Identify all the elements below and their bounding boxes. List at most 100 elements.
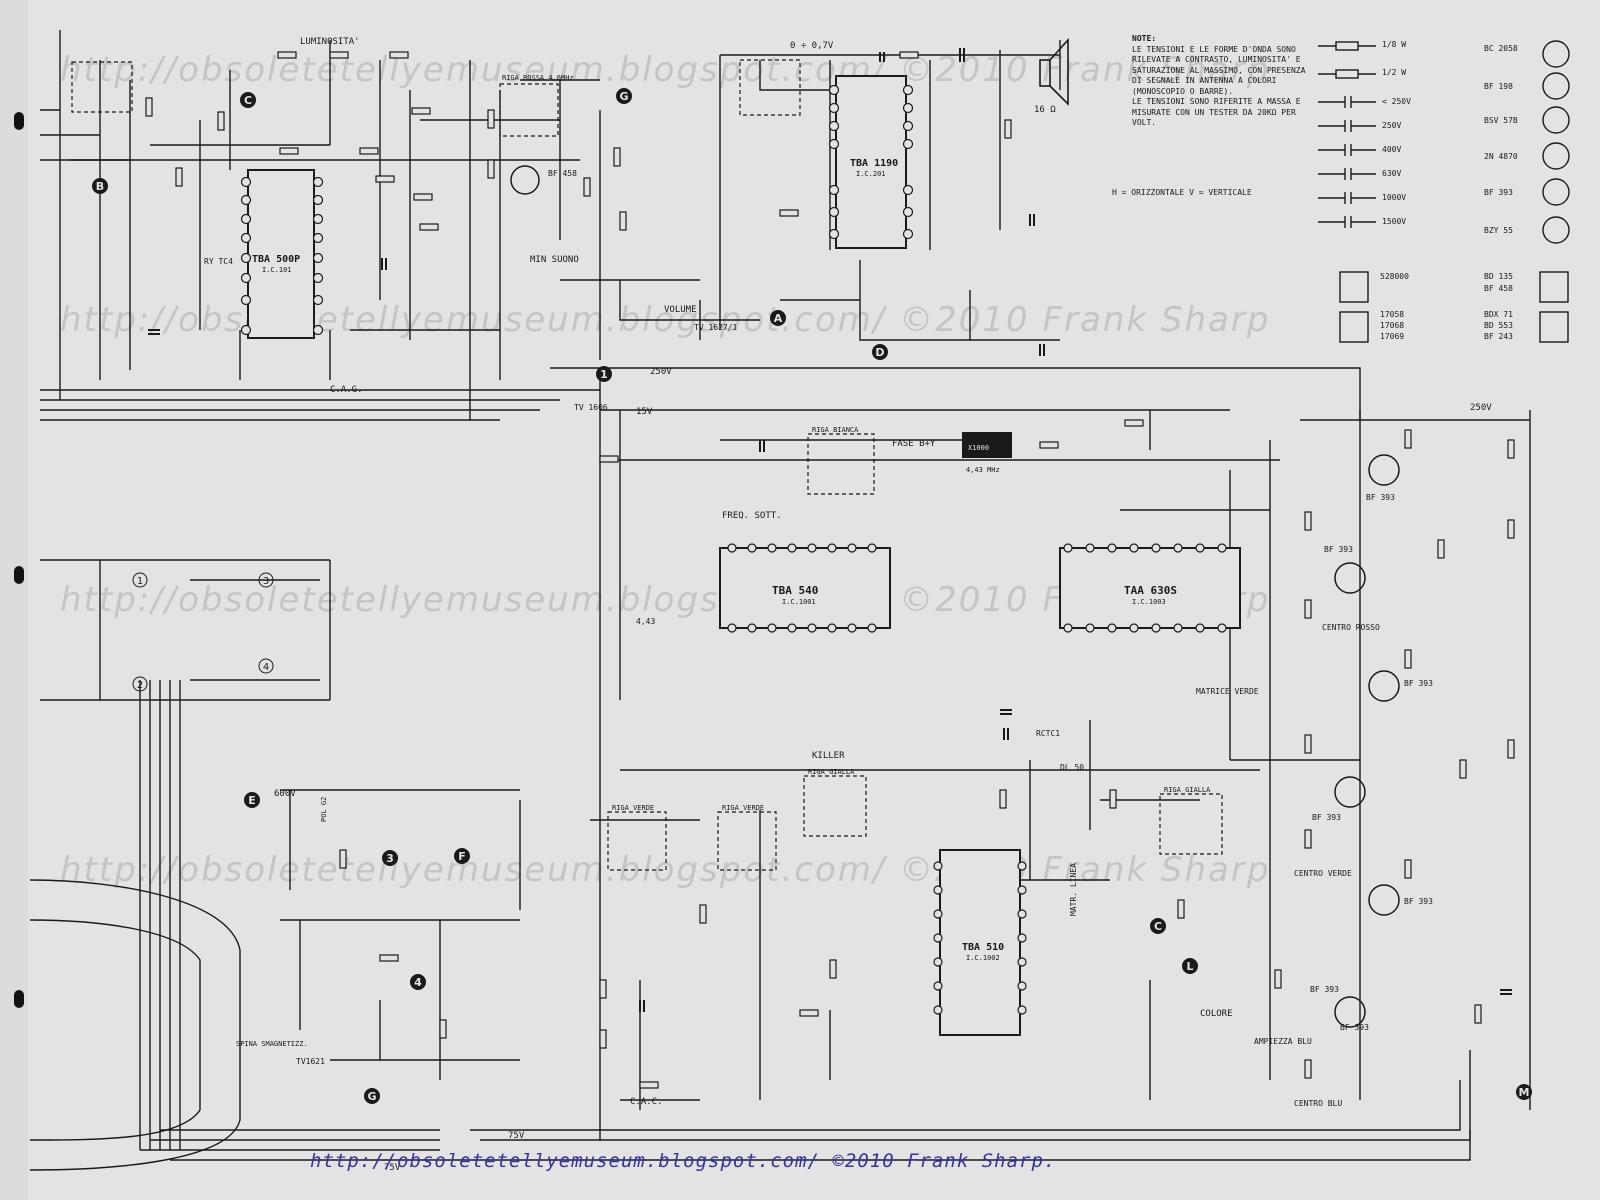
ic-tba540-ref: I.C.1001 — [782, 598, 816, 606]
label-fase: FASE B+Y — [892, 439, 936, 449]
transistor-label: BF 393 — [1404, 897, 1433, 906]
label-riga-gialla-2: RIGA GIALLA — [1164, 786, 1211, 794]
svg-text:4: 4 — [263, 662, 269, 673]
transistor-label: BF 393 — [1324, 545, 1353, 554]
svg-text:D: D — [875, 346, 884, 359]
connector-g-icon: G — [616, 88, 632, 104]
label-riga-gialla-1: RIGA GIALLA — [808, 768, 855, 776]
label-ohm16: 16 Ω — [1034, 105, 1056, 115]
label-riga-bianca: RIGA BIANCA — [812, 426, 859, 434]
label-dl50: DL 50 — [1060, 763, 1084, 772]
ic-tba1190-ref: I.C.201 — [856, 170, 886, 178]
connector-4-icon: 4 — [410, 974, 426, 990]
legend-transistor-type: BF 393 — [1484, 188, 1513, 197]
label-250v-right: 250V — [1470, 403, 1492, 413]
legend-power-type: 17069 — [1380, 332, 1405, 341]
svg-text:M: M — [1519, 1086, 1530, 1099]
legend-power-type: BDX 71 — [1484, 310, 1513, 319]
label-0-0-7v: 0 ÷ 0,7V — [790, 41, 834, 51]
ic-tba500p-name: TBA 500P — [252, 254, 300, 265]
connector-4-icon: 4 — [258, 658, 274, 674]
legend-power-type: BF 458 — [1484, 284, 1513, 293]
svg-text:C: C — [1154, 920, 1162, 933]
label-min-suono: MIN SUONO — [530, 255, 579, 265]
ic-tba510-name: TBA 510 — [962, 942, 1004, 953]
ic-tba1190-name: TBA 1190 — [850, 158, 898, 169]
label-luminosita: LUMINOSITA' — [300, 37, 360, 47]
legend-power-type: 17058 — [1380, 310, 1405, 319]
footer-url[interactable]: http://obsoletetellyemuseum.blogspot.com… — [310, 1150, 1057, 1172]
connector-l-icon: L — [1182, 958, 1198, 974]
ic-taa630s-ref: I.C.1003 — [1132, 598, 1166, 606]
label-c-443: 4,43 — [636, 617, 655, 626]
label-ry-tc4: RY TC4 — [204, 257, 233, 266]
ic-tba500p-ref: I.C.101 — [262, 266, 292, 274]
transistor-label: BF 393 — [1366, 493, 1395, 502]
label-250v-top: 250V — [650, 367, 672, 377]
legend-transistor-type: BZY 55 — [1484, 226, 1513, 235]
label-matrice-verde: MATRICE VERDE — [1196, 687, 1259, 696]
label-volume: VOLUME — [664, 305, 697, 315]
svg-text:4: 4 — [414, 976, 422, 989]
connector-b-icon: B — [92, 178, 108, 194]
svg-text:C: C — [244, 94, 252, 107]
label-matr-linea: MATR. LINEA — [1069, 863, 1078, 916]
label-spina: SPINA SMAGNETIZZ. — [236, 1040, 308, 1048]
label-cac: C.A.C. — [630, 1097, 663, 1107]
label-pol-g2: POL G2 — [320, 797, 328, 822]
svg-text:2: 2 — [137, 680, 143, 691]
notes-heading: NOTE: — [1132, 34, 1157, 43]
label-colore: COLORE — [1200, 1009, 1233, 1019]
svg-text:3: 3 — [263, 576, 269, 587]
notes-body: LE TENSIONI E LE FORME D'ONDA SONO RILEV… — [1132, 44, 1306, 128]
connector-c-icon: C — [1150, 918, 1166, 934]
svg-text:G: G — [367, 1090, 376, 1103]
connector-c-icon: C — [240, 92, 256, 108]
legend-power-type: 528000 — [1380, 272, 1409, 281]
legend-cap-rating: < 250V — [1382, 97, 1411, 106]
legend-power-type: BF 243 — [1484, 332, 1513, 341]
svg-text:1: 1 — [137, 576, 143, 587]
label-riga-verde-1: RIGA VERDE — [612, 804, 654, 812]
label-tv1621: TV1621 — [296, 1057, 325, 1066]
label-centro-rosso: CENTRO ROSSO — [1322, 623, 1380, 632]
legend-resistor-rating: 1/2 W — [1382, 68, 1407, 77]
connector-e-icon: E — [244, 792, 260, 808]
legend-transistor-type: BSV 57B — [1484, 116, 1518, 125]
svg-text:L: L — [1186, 960, 1193, 973]
legend-cap-rating: 1500V — [1382, 217, 1407, 226]
connector-g-icon: G — [364, 1088, 380, 1104]
svg-text:1: 1 — [600, 368, 608, 381]
ic-tba540-name: TBA 540 — [772, 584, 818, 597]
label-rctc: RCTC1 — [1036, 729, 1060, 738]
transistor-label: BF 393 — [1310, 985, 1339, 994]
connector-a-icon: A — [770, 310, 786, 326]
ic-taa630s-name: TAA 630S — [1124, 584, 1177, 597]
binder-hole — [14, 990, 24, 1008]
connector-1-icon: 1 — [596, 366, 612, 382]
transistor-label: BF 393 — [1404, 679, 1433, 688]
label-tv1606: TV 1606 — [574, 403, 608, 412]
watermark: http://obsoletetellyemuseum.blogspot.com… — [60, 50, 1271, 90]
legend-power-type: BD 135 — [1484, 272, 1513, 281]
legend-transistor-type: BF 198 — [1484, 82, 1513, 91]
transistor-bf458-label: BF 458 — [548, 169, 577, 178]
label-centro-verde: CENTRO VERDE — [1294, 869, 1352, 878]
transistor-label: BF 393 — [1340, 1023, 1369, 1032]
legend-cap-rating: 1000V — [1382, 193, 1407, 202]
label-tv1627: TV 1627/1 — [694, 323, 738, 332]
legend-cap-rating: 400V — [1382, 145, 1402, 154]
svg-text:E: E — [248, 794, 256, 807]
label-75v-a: 75V — [508, 1131, 525, 1141]
label-q-443: 4,43 MHz — [966, 466, 1000, 474]
legend-power-type: 17068 — [1380, 321, 1405, 330]
svg-text:F: F — [458, 850, 466, 863]
legend-cap-rating: 630V — [1382, 169, 1402, 178]
connector-1-icon: 1 — [132, 572, 148, 588]
legend-power-type: BD 553 — [1484, 321, 1513, 330]
label-xtal-box: X1000 — [968, 444, 989, 452]
connector-f-icon: F — [454, 848, 470, 864]
